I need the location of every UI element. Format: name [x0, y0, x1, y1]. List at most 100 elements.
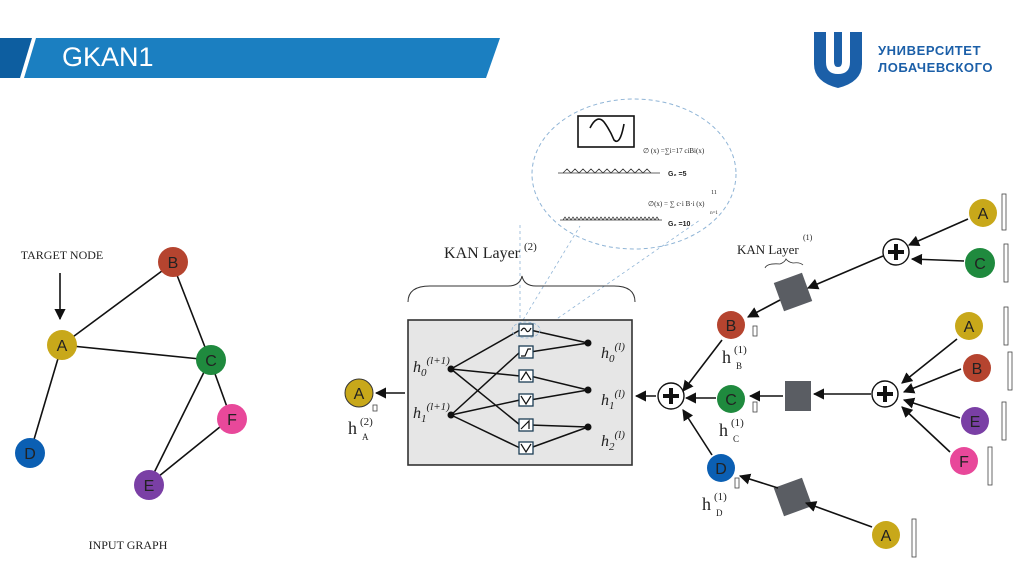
spline-curve	[589, 118, 625, 143]
activation-valley-icon	[518, 393, 534, 407]
embedding-vector-icon	[1001, 401, 1007, 441]
embedding-vector-icon	[752, 325, 758, 337]
aggregator-b	[882, 238, 910, 266]
output-node-h0	[584, 339, 592, 347]
output-node-a: A h (2) A	[344, 378, 378, 442]
svg-text:D: D	[24, 446, 36, 463]
input-node-h1	[447, 411, 455, 419]
kan-layer-2-superscript: (2)	[524, 241, 537, 253]
grid-label-10: G₂ =10	[668, 221, 690, 228]
hidden-node-b: B h (1) B	[717, 311, 758, 371]
edge-e-f	[147, 417, 232, 486]
svg-text:(1): (1)	[731, 417, 744, 429]
plus-icon	[888, 244, 904, 260]
embedding-vector-icon	[987, 446, 993, 486]
graph-node-b: B	[158, 247, 188, 277]
embedding-vector-icon	[734, 477, 740, 489]
title-banner	[0, 38, 500, 78]
slide-title: GKAN1	[62, 42, 154, 72]
leaf-node-c-1: C	[965, 248, 995, 278]
svg-text:A: A	[57, 338, 68, 355]
svg-text:h: h	[722, 347, 731, 367]
leaf-node-b-2: B	[963, 354, 991, 382]
output-h-label: h	[348, 418, 357, 438]
spline-plot-box	[577, 115, 635, 148]
svg-text:D: D	[716, 508, 723, 518]
svg-text:A: A	[362, 432, 369, 442]
embedding-vector-icon	[1003, 243, 1009, 283]
kan-layer-2-title: KAN Layer	[444, 245, 521, 262]
activation-peak-icon	[518, 369, 534, 383]
output-h2-label: h2(l)	[601, 429, 625, 453]
edge-c-e	[147, 359, 211, 486]
svg-text:(1): (1)	[714, 491, 727, 503]
graph-node-a: A	[47, 330, 77, 360]
logo-text-line1: УНИВЕРСИТЕТ	[878, 43, 982, 58]
svg-text:C: C	[725, 392, 737, 409]
formula-2: ∅(x) = ∑ c·i B·i (x)	[648, 200, 705, 208]
svg-text:n=1: n=1	[710, 211, 718, 216]
leaf-node-a-2: A	[955, 312, 983, 340]
logo-text-line2: ЛОБАЧЕВСКОГО	[878, 60, 994, 75]
grid-label-5: G₂ =5	[668, 171, 687, 178]
kan-layer-1-superscript: (1)	[803, 233, 813, 242]
input-graph-caption: INPUT GRAPH	[89, 538, 168, 552]
kan-layer-1-block-b	[773, 272, 813, 312]
leaf-node-e-2: E	[961, 407, 989, 435]
input-node-h0	[447, 365, 455, 373]
svg-text:C: C	[205, 353, 217, 370]
edge-b-c	[174, 269, 211, 361]
hidden-node-d: D h (1) D	[702, 454, 740, 518]
svg-text:(2): (2)	[360, 416, 373, 428]
embedding-vectors	[911, 193, 1013, 558]
output-node-h2	[584, 423, 592, 431]
input-h0-label: h0(l+1)	[413, 355, 450, 379]
formula-1: ∅ (x) =∑i=17 ciBi(x)	[643, 147, 705, 155]
kan-layer-1-brace	[764, 258, 804, 269]
svg-text:A: A	[978, 206, 989, 223]
grid-basis-5	[558, 168, 660, 174]
input-h1-label: h1(l+1)	[413, 401, 450, 425]
embedding-vector-icon	[1007, 351, 1013, 391]
graph-node-f: F	[217, 404, 247, 434]
leaf-node-a-1: A	[969, 199, 997, 227]
kan-layer-1-block-c	[785, 381, 811, 411]
activation-ramp-icon	[518, 418, 534, 432]
activation-v-icon	[518, 441, 534, 455]
output-node-h1	[584, 386, 592, 394]
leaf-node-f-2: F	[950, 447, 978, 475]
grid-basis-10	[560, 216, 662, 221]
graph-node-d: D	[15, 438, 45, 468]
embedding-vector-icon	[911, 518, 917, 558]
kan-layer-1-block-d	[773, 477, 813, 517]
embedding-vector-icon	[1003, 306, 1009, 346]
target-node-label: TARGET NODE	[21, 248, 103, 262]
hidden-node-c: C h (1) C	[717, 385, 758, 444]
aggregation-tree: B h (1) B C h (1) C D h (1) D KAN Layer …	[657, 193, 1013, 558]
leaf-node-a-3: A	[872, 521, 900, 549]
svg-text:C: C	[733, 434, 739, 444]
input-graph: TARGET NODE A B C D E F INPUT GRAPH	[15, 247, 247, 552]
embedding-vector-icon	[752, 401, 758, 413]
svg-text:B: B	[168, 255, 179, 272]
svg-text:F: F	[959, 454, 969, 471]
graph-node-c: C	[196, 345, 226, 375]
zoom-bubble: ∅ (x) =∑i=17 ciBi(x) G₂ =5 11 ∅(x) = ∑ c…	[519, 98, 737, 326]
svg-text:h: h	[719, 420, 728, 440]
edge-a-c	[61, 344, 211, 361]
edge-a-d	[29, 344, 63, 454]
plus-icon	[663, 388, 679, 404]
kan-connections	[450, 329, 589, 449]
svg-text:A: A	[354, 386, 365, 403]
embedding-vector-icon	[372, 404, 378, 412]
shield-icon	[814, 32, 862, 88]
university-logo	[814, 32, 862, 88]
kan-layer-2: KAN Layer (2)	[374, 241, 656, 466]
svg-text:F: F	[227, 412, 237, 429]
output-h0-label: h0(l)	[601, 341, 625, 365]
aggregator-c	[871, 380, 899, 408]
svg-text:D: D	[715, 461, 727, 478]
svg-text:E: E	[144, 478, 155, 495]
edge-a-b	[61, 264, 171, 346]
